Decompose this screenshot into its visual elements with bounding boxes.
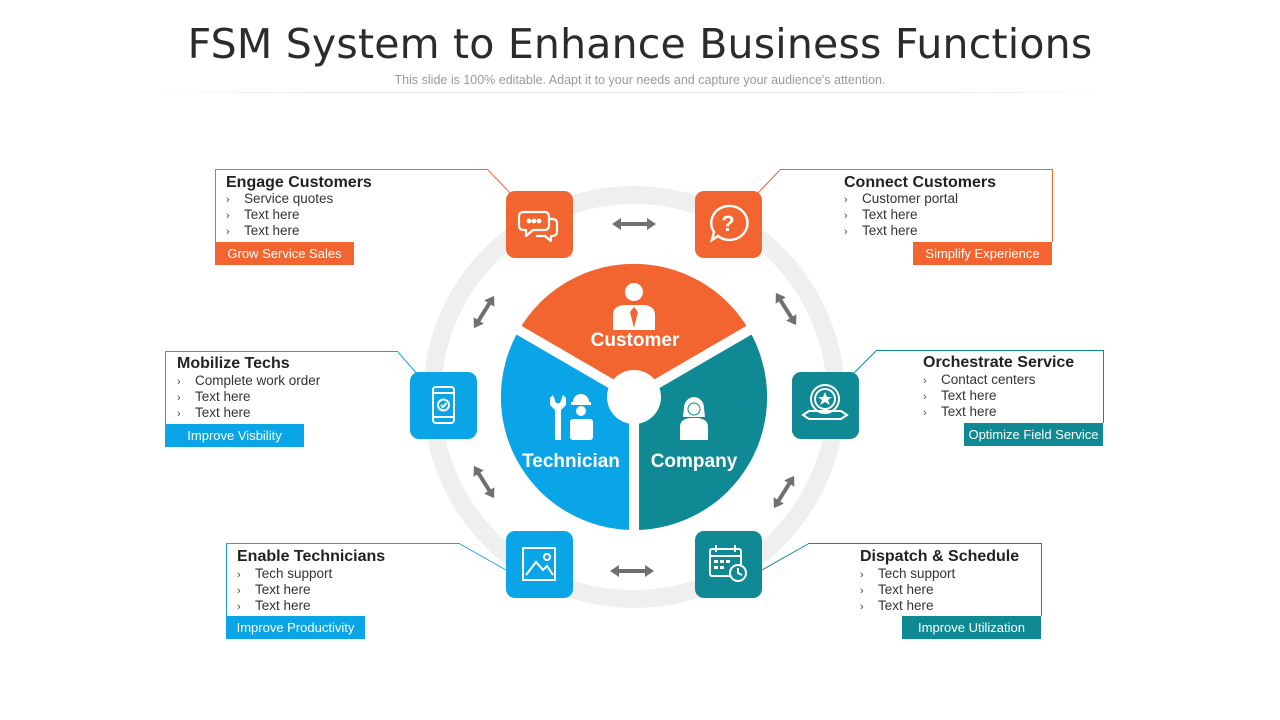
card-heading: Enable Technicians: [237, 548, 386, 565]
tile-dispatch-schedule: [695, 531, 762, 598]
chevron-right-icon: ›: [237, 585, 241, 597]
list-item: ›Tech support: [860, 566, 956, 581]
icon-tiles: [410, 191, 859, 598]
outcome-tag-connect: Simplify Experience: [913, 242, 1052, 265]
card-item-list: ›Complete work order ›Text here ›Text he…: [177, 373, 320, 421]
chevron-right-icon: ›: [177, 408, 181, 420]
chevron-right-icon: ›: [177, 376, 181, 388]
chevron-right-icon: ›: [226, 194, 230, 206]
list-item: ›Text here: [177, 389, 251, 404]
card-item-list: ›Tech support ›Text here ›Text here: [860, 566, 955, 614]
card-item-list: ›Customer portal ›Text here ›Text here: [844, 191, 958, 239]
function-card-engage-customers: Engage Customers ›Service quotes ›Text h…: [215, 169, 488, 242]
list-item: ›Service quotes: [226, 191, 334, 206]
chevron-right-icon: ›: [860, 601, 864, 613]
arrow-upper-left: [473, 295, 495, 329]
list-item: ›Text here: [860, 598, 934, 613]
connector-lines: [397, 169, 877, 571]
arrow-top: [612, 218, 656, 230]
businesswoman-icon: [680, 397, 708, 440]
chevron-right-icon: ›: [860, 569, 864, 581]
svg-text:?: ?: [721, 211, 734, 236]
badge-star-icon: [801, 384, 849, 420]
mobile-check-icon: [432, 386, 455, 424]
page-title: FSM System to Enhance Business Functions: [187, 20, 1093, 68]
page-subtitle: This slide is 100% editable. Adapt it to…: [394, 73, 886, 87]
tile-engage-customers: [506, 191, 573, 258]
arrow-upper-right: [775, 292, 797, 326]
chevron-right-icon: ›: [226, 210, 230, 222]
arrow-bottom: [610, 565, 654, 577]
outcome-tag-engage: Grow Service Sales: [215, 242, 354, 265]
list-item: ›Text here: [237, 582, 311, 597]
question-icon: ?: [710, 204, 749, 243]
chevron-right-icon: ›: [923, 375, 927, 387]
card-heading: Dispatch & Schedule: [860, 548, 1020, 565]
card-heading: Engage Customers: [226, 174, 372, 191]
chevron-right-icon: ›: [226, 226, 230, 238]
list-item: ›Text here: [923, 404, 997, 419]
list-item: ›Customer portal: [844, 191, 959, 206]
center-hub: [607, 370, 661, 424]
outcome-tag-enable: Improve Productivity: [226, 616, 365, 639]
outcome-tag-orchestrate: Optimize Field Service: [964, 423, 1103, 446]
arrow-lower-left: [473, 465, 495, 499]
card-heading: Orchestrate Service: [923, 354, 1075, 371]
list-item: ›Text here: [226, 207, 300, 222]
chevron-right-icon: ›: [844, 210, 848, 222]
cycle-arrows: [473, 218, 797, 577]
outcome-tag-mobilize: Improve Visbility: [165, 424, 304, 447]
card-item-list: ›Contact centers ›Text here ›Text here: [923, 372, 1036, 420]
card-heading: Mobilize Techs: [177, 355, 290, 372]
function-card-orchestrate-service: Orchestrate Service ›Contact centers ›Te…: [876, 350, 1104, 423]
function-card-dispatch-schedule: Dispatch & Schedule ›Tech support ›Text …: [808, 543, 1042, 616]
chevron-right-icon: ›: [844, 194, 848, 206]
chevron-right-icon: ›: [860, 585, 864, 597]
list-item: ›Text here: [923, 388, 997, 403]
list-item: ›Text here: [177, 405, 251, 420]
segment-customer: [519, 263, 749, 397]
segment-label-technician: Technician: [522, 451, 620, 472]
arrow-lower-right: [773, 475, 795, 509]
function-card-mobilize-techs: Mobilize Techs ›Complete work order ›Tex…: [165, 351, 398, 424]
card-item-list: ›Service quotes ›Text here ›Text here: [226, 191, 333, 239]
businessman-icon: [613, 283, 655, 330]
list-item: ›Complete work order: [177, 373, 321, 388]
card-heading: Connect Customers: [844, 174, 997, 191]
chevron-right-icon: ›: [923, 391, 927, 403]
chevron-right-icon: ›: [844, 226, 848, 238]
image-icon: [522, 547, 556, 581]
tile-orchestrate-service: [792, 372, 859, 439]
calendar-clock-icon: [709, 545, 747, 582]
title-divider: [145, 92, 1115, 93]
segment-label-company: Company: [650, 451, 738, 472]
list-item: ›Text here: [237, 598, 311, 613]
chevron-right-icon: ›: [177, 392, 181, 404]
segment-label-customer: Customer: [590, 330, 680, 351]
function-card-connect-customers: Connect Customers ›Customer portal ›Text…: [780, 169, 1053, 242]
list-item: ›Text here: [860, 582, 934, 597]
list-item: ›Text here: [226, 223, 300, 238]
card-item-list: ›Tech support ›Text here ›Text here: [237, 566, 332, 614]
list-item: ›Text here: [844, 223, 918, 238]
chevron-right-icon: ›: [923, 407, 927, 419]
chevron-right-icon: ›: [237, 601, 241, 613]
list-item: ›Text here: [844, 207, 918, 222]
chat-bubbles-icon: [517, 210, 559, 243]
wrench-worker-icon: [550, 394, 593, 440]
outcome-tag-dispatch: Improve Utilization: [902, 616, 1041, 639]
function-card-enable-technicians: Enable Technicians ›Tech support ›Text h…: [226, 543, 460, 616]
chevron-right-icon: ›: [237, 569, 241, 581]
list-item: ›Contact centers: [923, 372, 1036, 387]
list-item: ›Tech support: [237, 566, 333, 581]
